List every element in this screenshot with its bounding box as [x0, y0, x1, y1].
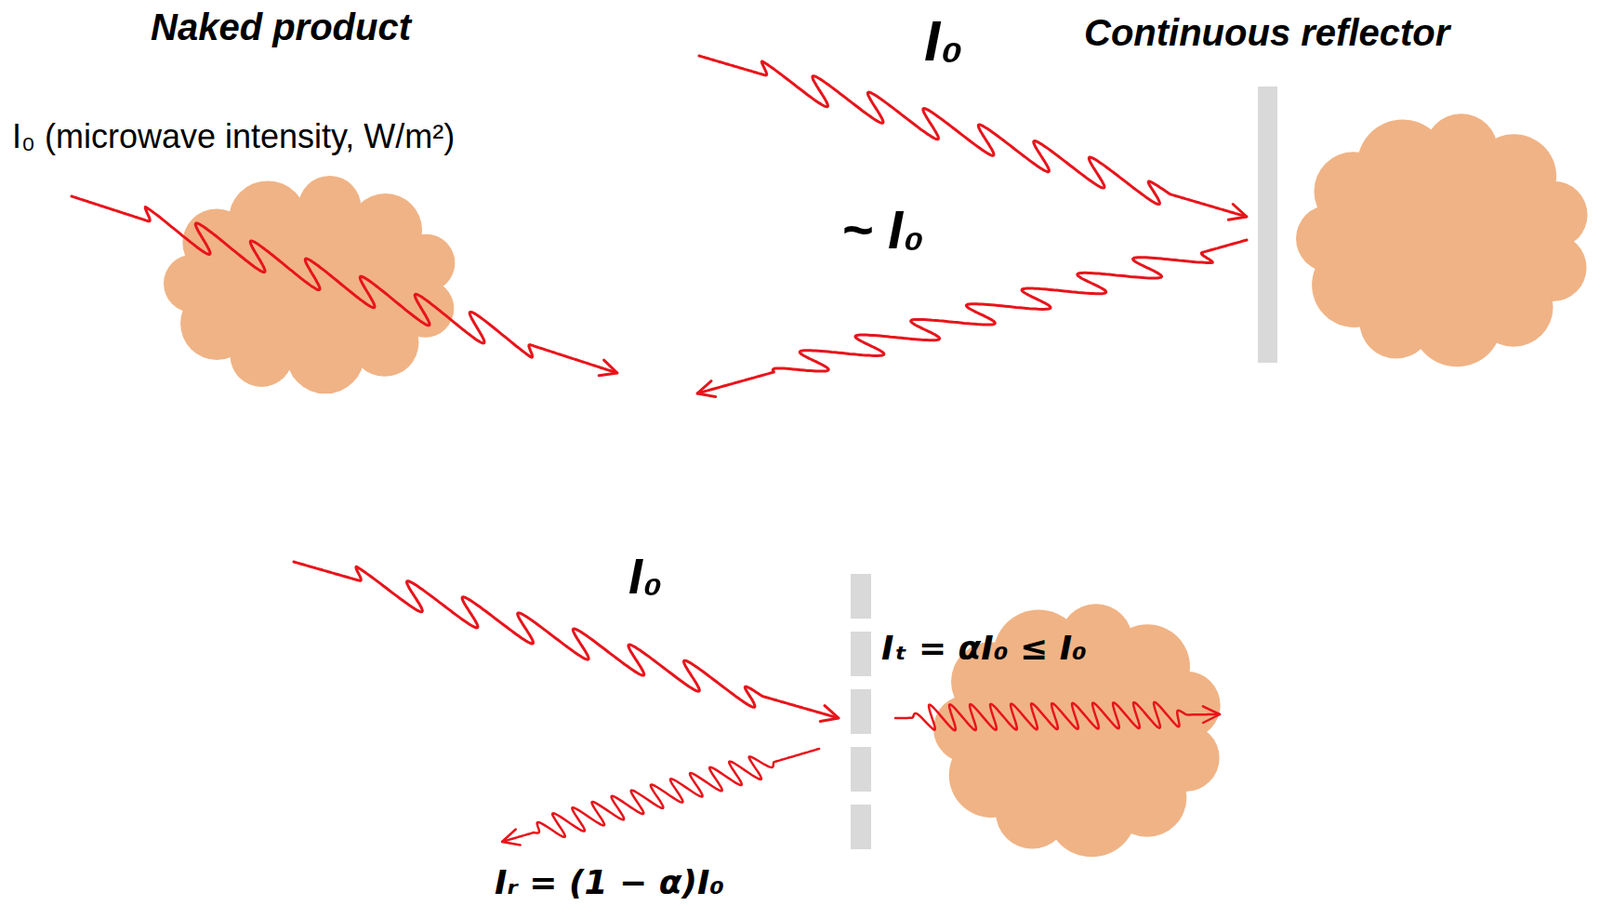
wave-path — [293, 561, 838, 718]
microwave-beam — [699, 55, 1247, 220]
microwave-beam — [895, 701, 1220, 731]
product-lobe — [1152, 671, 1220, 739]
perforated-reflector — [850, 573, 872, 858]
arrowhead — [598, 359, 618, 376]
microwave-beam — [697, 239, 1247, 397]
wave-path — [71, 196, 617, 373]
equation-label: Iᵣ = (1 − α)I₀ — [494, 862, 725, 901]
arrowhead — [819, 705, 839, 722]
arrowhead — [1228, 204, 1247, 221]
product-lobe — [286, 315, 365, 394]
wave-path — [895, 701, 1220, 731]
arrowhead — [1203, 705, 1220, 723]
microwave-beam — [71, 196, 618, 376]
product-lobe — [396, 234, 455, 292]
arrowhead — [697, 381, 716, 397]
intensity-label: I₀ — [628, 546, 662, 605]
heading: Continuous reflector — [1084, 11, 1450, 54]
product-lobe — [1520, 181, 1587, 249]
continuous-reflector — [1257, 86, 1278, 363]
microwave-beam — [502, 748, 820, 845]
intensity-note: I₀ (microwave intensity, W/m²) — [12, 117, 455, 156]
intensity-label: ~ I₀ — [841, 198, 925, 262]
intensity-label: I₀ — [924, 7, 964, 74]
wave-path — [699, 55, 1246, 217]
wave-path — [698, 239, 1247, 394]
arrowhead — [502, 829, 521, 846]
heading: Naked product — [150, 5, 411, 49]
wave-path — [502, 748, 820, 842]
microwave-beam — [293, 561, 839, 722]
product-blob — [1295, 113, 1587, 367]
equation-label: Iₜ = αI₀ ≤ I₀ — [881, 628, 1087, 667]
product-lobe — [228, 180, 307, 259]
